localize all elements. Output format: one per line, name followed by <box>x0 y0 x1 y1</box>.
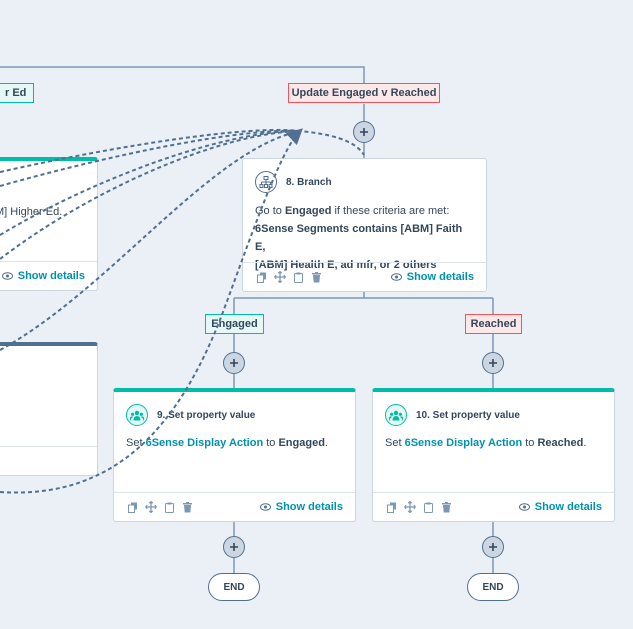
partial-action-card-top[interactable]: M] Higher Ed. Show details <box>0 157 98 291</box>
branch-icon <box>255 171 277 193</box>
copy-icon[interactable] <box>385 500 399 514</box>
card-10-period: . <box>583 437 587 449</box>
people-icon <box>126 404 148 426</box>
branch-rest: if these criteria are met: <box>331 205 450 217</box>
show-details-label: Show details <box>406 271 474 283</box>
card-9-title: 9. Set property value <box>157 409 256 421</box>
show-details-link-branch[interactable]: Show details <box>390 263 474 291</box>
add-action-button-engaged[interactable] <box>223 352 245 374</box>
card-10-to: to <box>522 437 538 449</box>
partial-card-footer: Show details <box>0 261 97 290</box>
branch-label-engaged: Engaged <box>205 314 264 334</box>
branch-card-header: 8. Branch <box>255 171 332 193</box>
move-icon[interactable] <box>273 270 287 284</box>
end-node-right-text: END <box>482 581 504 593</box>
end-node-right: END <box>467 573 519 601</box>
card-10-set: Set <box>385 437 405 449</box>
card-9-footer: Show details <box>114 492 355 521</box>
card-10-body: Set 6Sense Display Action to Reached. <box>385 434 602 452</box>
card-10-footer: Show details <box>373 492 614 521</box>
partial-action-card-bottom[interactable] <box>0 342 98 476</box>
branch-label-engaged-text: Engaged <box>211 318 258 330</box>
card-9-set: Set <box>126 437 146 449</box>
add-action-button-reached[interactable] <box>482 352 504 374</box>
card-9-period: . <box>324 437 328 449</box>
card-10-value: Reached <box>537 437 584 449</box>
clone-icon[interactable] <box>421 500 435 514</box>
branch-label-partial: r Ed <box>0 83 35 103</box>
card-9-value: Engaged <box>278 437 325 449</box>
add-action-button-after-10[interactable] <box>482 536 504 558</box>
branch-action-card[interactable]: 8. Branch Go to Engaged if these criteri… <box>242 158 487 292</box>
add-action-button-after-9[interactable] <box>223 536 245 558</box>
card-10-tools <box>385 500 457 514</box>
partial-card-body: M] Higher Ed. <box>0 203 93 221</box>
show-details-label: Show details <box>275 501 343 513</box>
move-icon[interactable] <box>144 500 158 514</box>
trash-icon[interactable] <box>309 270 323 284</box>
branch-card-sentence: Go to Engaged if these criteria are met: <box>255 202 474 220</box>
show-details-link-partial[interactable]: Show details <box>1 262 85 290</box>
card-9-property-link[interactable]: 6Sense Display Action <box>145 437 264 449</box>
card-10-header: 10. Set property value <box>385 404 520 426</box>
plus-icon <box>230 543 238 551</box>
end-node-left: END <box>208 573 260 601</box>
end-node-left-text: END <box>223 581 245 593</box>
card-9-header: 9. Set property value <box>126 404 255 426</box>
trash-icon[interactable] <box>180 500 194 514</box>
eye-icon <box>259 503 271 511</box>
clone-icon[interactable] <box>162 500 176 514</box>
branch-label-update-engaged-text: Update Engaged v Reached <box>291 87 437 99</box>
move-icon[interactable] <box>403 500 417 514</box>
partial-card-body-text: M] Higher Ed. <box>0 206 63 218</box>
show-details-link-card-10[interactable]: Show details <box>518 493 602 521</box>
card-9-body: Set 6Sense Display Action to Engaged. <box>126 434 343 452</box>
set-property-card-9[interactable]: 9. Set property value Set 6Sense Display… <box>113 388 356 522</box>
set-property-card-10[interactable]: 10. Set property value Set 6Sense Displa… <box>372 388 615 522</box>
branch-card-title: 8. Branch <box>286 176 332 188</box>
plus-icon <box>489 359 497 367</box>
partial-card-bottom-footer <box>0 446 97 475</box>
card-10-property-link[interactable]: 6Sense Display Action <box>404 437 523 449</box>
people-icon <box>385 404 407 426</box>
branch-label-update-engaged: Update Engaged v Reached <box>288 83 440 103</box>
show-details-label: Show details <box>17 270 85 282</box>
add-action-button-top[interactable] <box>353 121 375 143</box>
plus-icon <box>230 359 238 367</box>
branch-label-reached-text: Reached <box>470 318 517 330</box>
eye-icon <box>390 273 402 281</box>
branch-label-partial-text: r Ed <box>5 87 27 99</box>
copy-icon[interactable] <box>255 270 269 284</box>
eye-icon <box>518 503 530 511</box>
eye-icon <box>1 272 13 280</box>
branch-go-to: Go to <box>255 205 285 217</box>
show-details-label: Show details <box>534 501 602 513</box>
card-9-tools <box>126 500 198 514</box>
clone-icon[interactable] <box>291 270 305 284</box>
branch-label-reached: Reached <box>465 314 522 334</box>
trash-icon[interactable] <box>439 500 453 514</box>
card-10-title: 10. Set property value <box>416 409 520 421</box>
card-9-to: to <box>263 437 279 449</box>
branch-card-tools <box>255 270 327 284</box>
plus-icon <box>360 128 368 136</box>
branch-target: Engaged <box>284 205 332 217</box>
copy-icon[interactable] <box>126 500 140 514</box>
show-details-link-card-9[interactable]: Show details <box>259 493 343 521</box>
branch-card-footer: Show details <box>243 262 486 291</box>
branch-criteria-line-1: 6Sense Segments contains [ABM] Faith E, <box>255 223 463 253</box>
plus-icon <box>489 543 497 551</box>
